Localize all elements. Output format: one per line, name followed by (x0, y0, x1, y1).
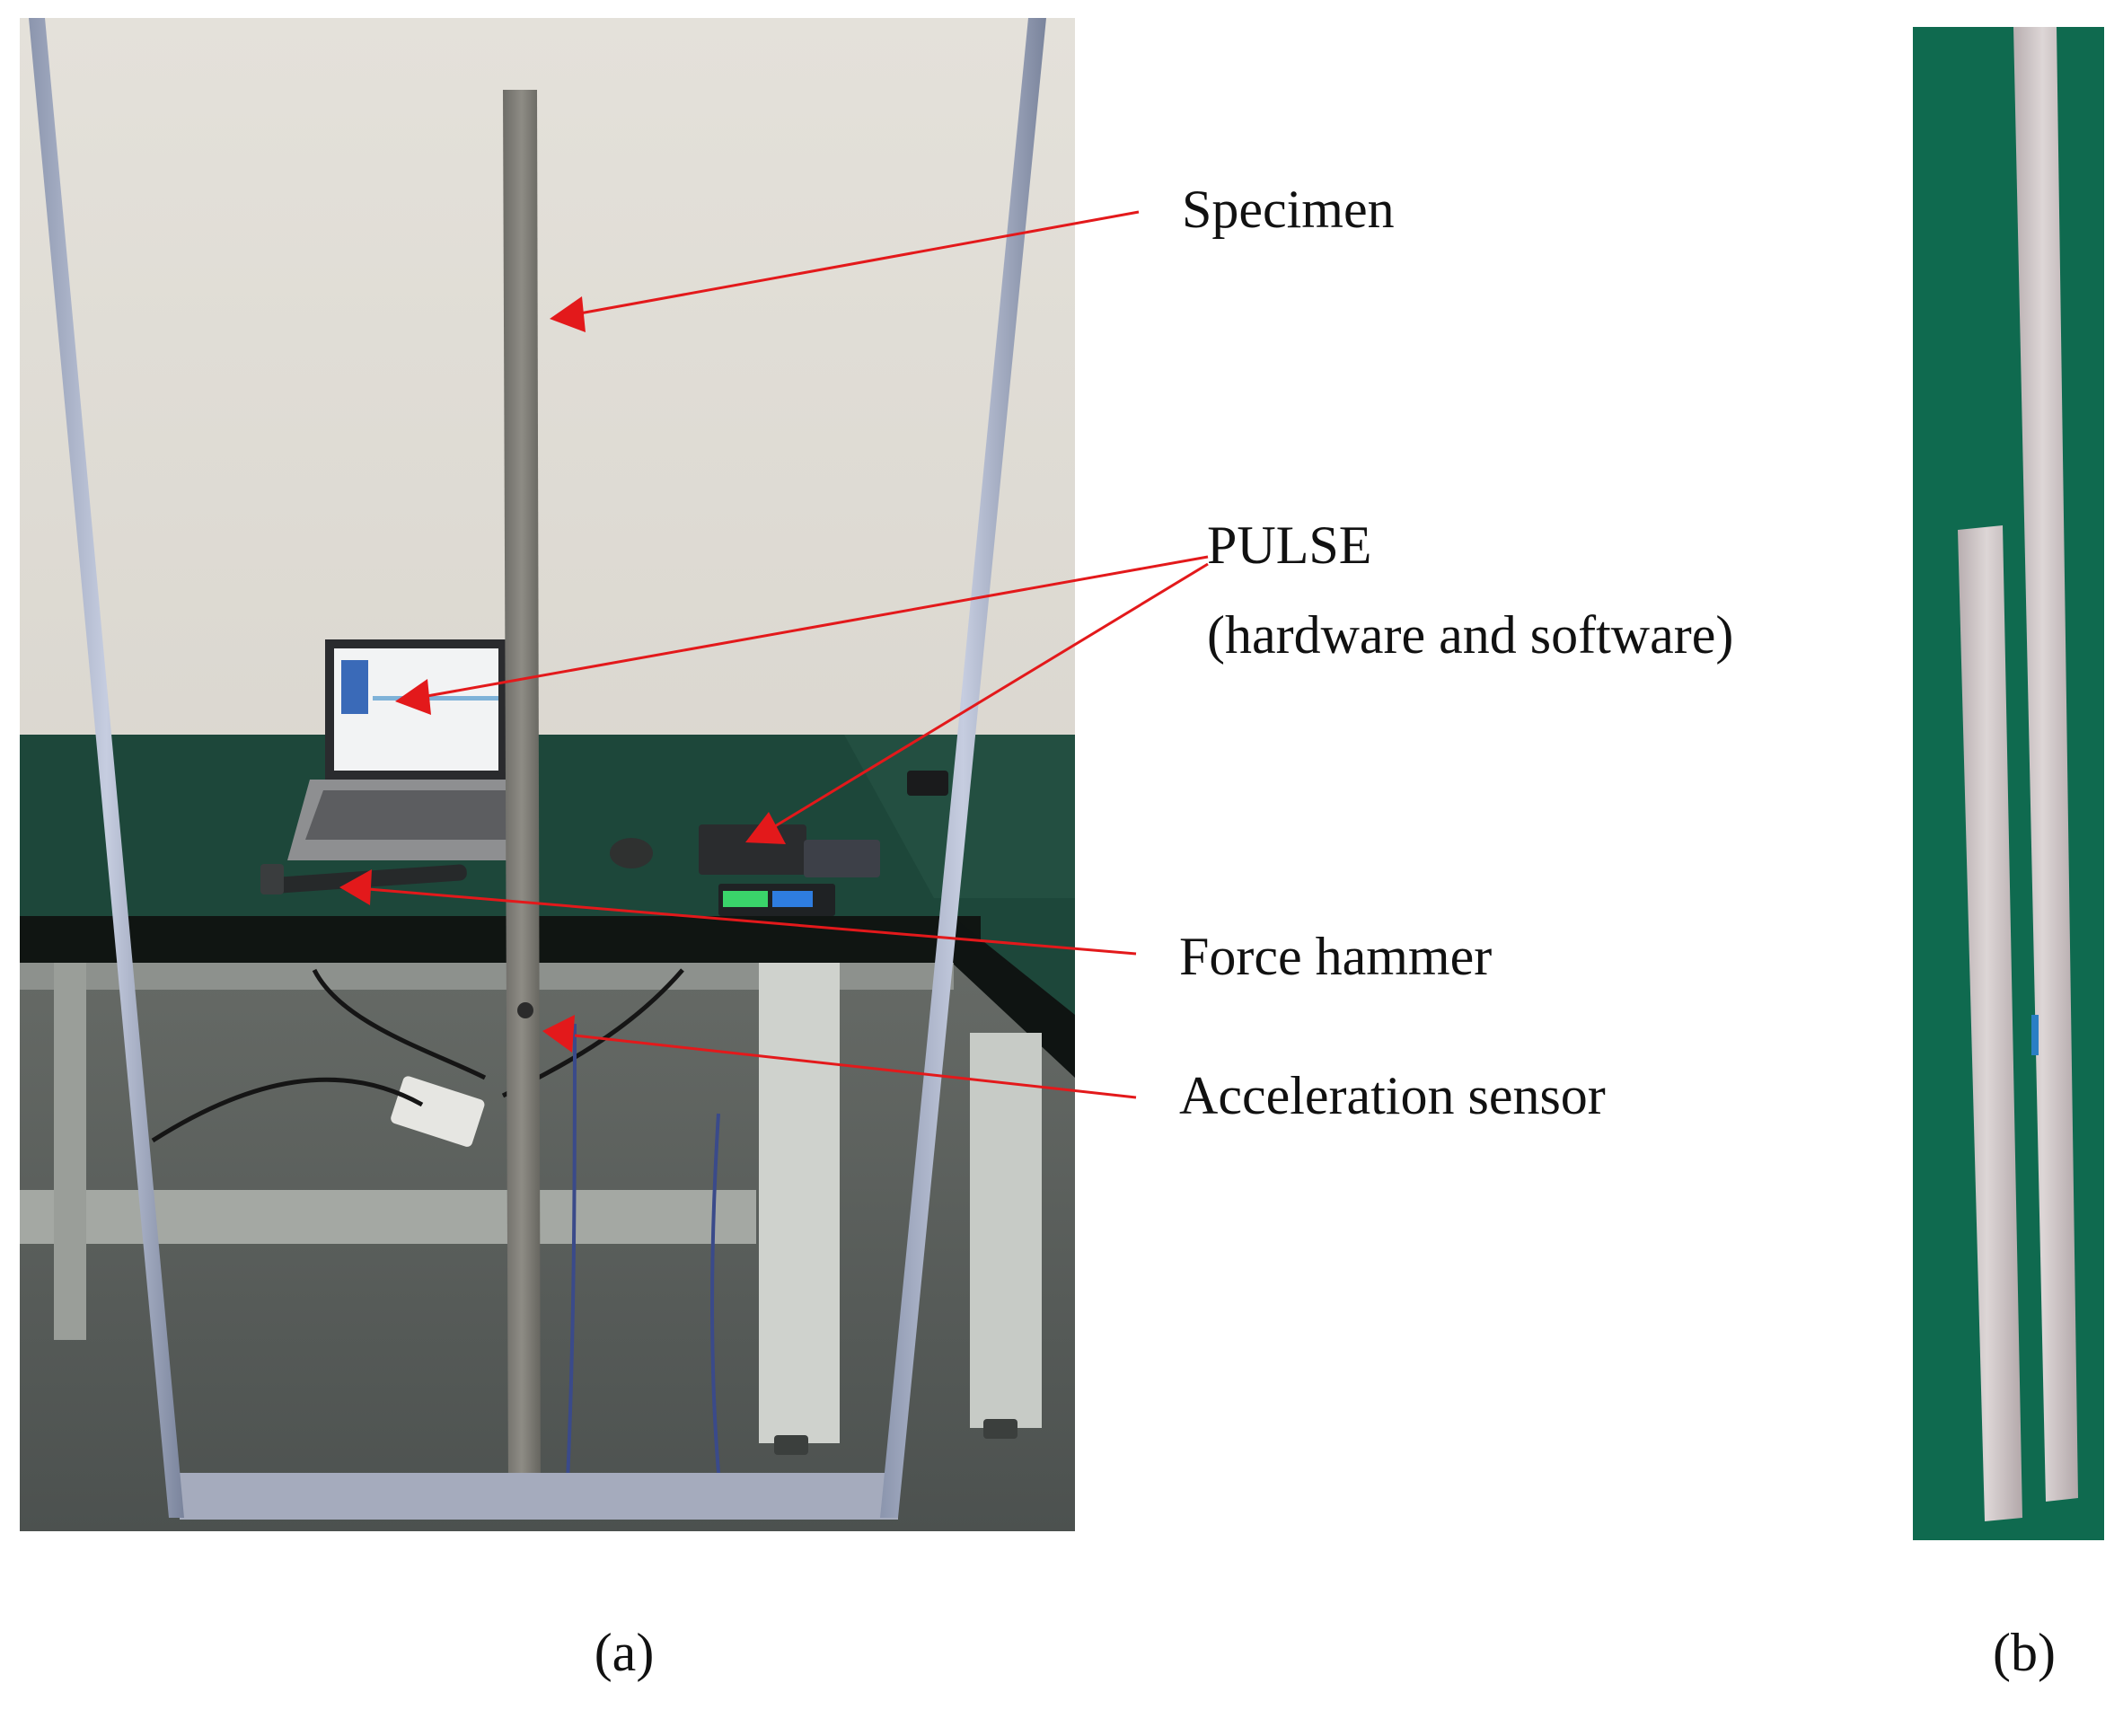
bench-edge (20, 916, 981, 963)
bench-foot (983, 1419, 1017, 1439)
short-strip-specimen (1958, 525, 2022, 1521)
label-force-hammer: Force hammer (1179, 927, 1492, 986)
fixture-base (180, 1473, 898, 1520)
caption-panel-b: (b) (1993, 1623, 2056, 1682)
acceleration-sensor-device (517, 1002, 533, 1018)
bench-foot (774, 1435, 808, 1455)
laptop-screen-panel (341, 660, 368, 714)
force-hammer-arrow-line (367, 887, 1137, 956)
side-bench-edge (952, 916, 1075, 1078)
sensor-cables (564, 1023, 725, 1519)
specimen-arrow-line (574, 210, 1140, 316)
label-pulse-detail: (hardware and software) (1207, 605, 1733, 665)
pulse-indicator (723, 891, 768, 907)
label-pulse: PULSE (1207, 516, 1371, 575)
laptop-keys (305, 790, 523, 840)
pulse-module (804, 840, 880, 877)
label-specimen: Specimen (1182, 180, 1395, 239)
frame-pole-left (29, 18, 184, 1518)
acceleration-sensor-arrow-line (574, 1034, 1137, 1099)
force-hammer-head (260, 864, 284, 894)
acceleration-sensor-arrowhead (542, 1015, 575, 1053)
power-strip (391, 1076, 485, 1147)
pulse-indicator (772, 891, 813, 907)
pulse-hardware-arrow-line (770, 562, 1209, 831)
force-hammer-arrowhead (339, 869, 372, 905)
pulse-software-arrowhead (395, 679, 431, 715)
long-strip-specimen (2013, 27, 2078, 1502)
annotation-arrows (339, 210, 1209, 1099)
caption-panel-a: (a) (595, 1623, 655, 1682)
annotation-labels: Specimen PULSE (hardware and software) F… (595, 180, 2056, 1682)
small-device (907, 771, 948, 796)
pulse-hardware-unit (699, 824, 806, 875)
bench-crossbar (20, 1190, 756, 1244)
bench-leg (970, 1033, 1042, 1428)
panel-b-photo (1913, 27, 2104, 1540)
specimen-bar (503, 90, 541, 1491)
specimen-arrowhead (550, 296, 586, 332)
pulse-hardware-arrowhead (745, 812, 786, 844)
panel-a-photo (20, 18, 1075, 1531)
label-acceleration-sensor: Acceleration sensor (1179, 1066, 1606, 1125)
pulse-software-arrow-line (421, 555, 1209, 699)
mouse (610, 838, 653, 868)
frame-pole-right (880, 18, 1046, 1518)
bench-leg (759, 963, 840, 1443)
laptop-screen-plot (373, 696, 498, 701)
blue-marker (2031, 1015, 2039, 1055)
bench-leg (54, 963, 86, 1340)
